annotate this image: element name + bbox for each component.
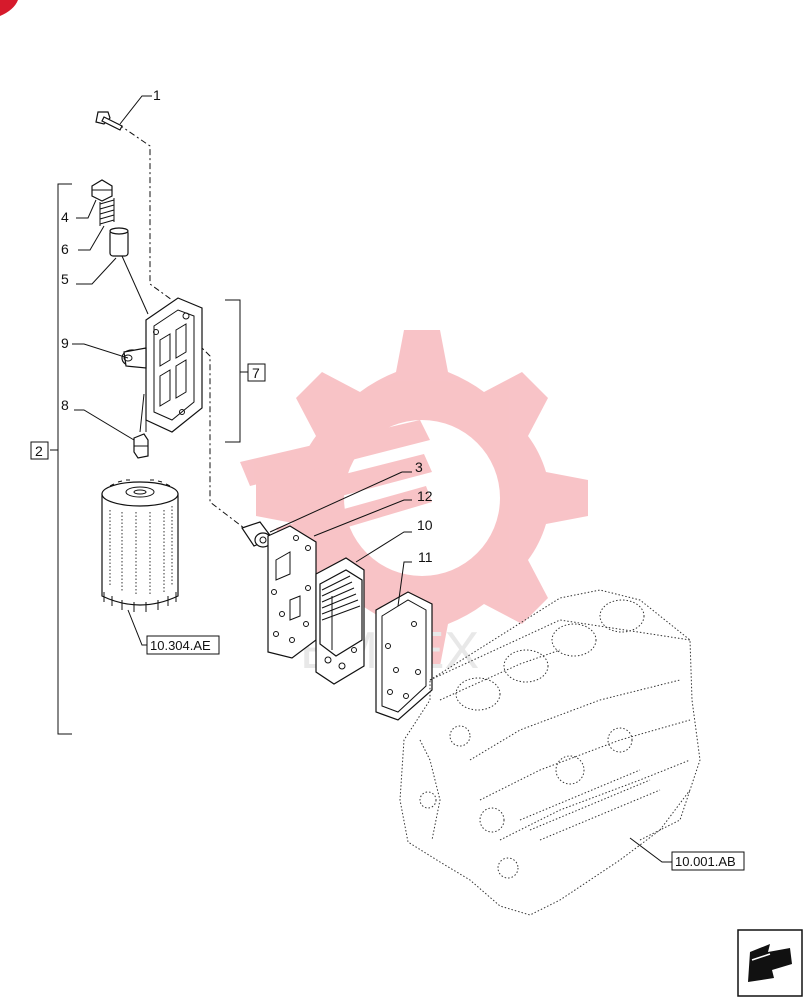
part-sensor [121,347,147,369]
callout-9[interactable]: 9 [61,335,69,351]
part-bolt [95,111,123,131]
part-fitting [133,393,149,459]
part-cooler-gasket [375,591,433,721]
group-7-bracket [225,299,266,443]
ref-engine[interactable]: 10.001.AB [675,854,736,869]
callout-6[interactable]: 6 [61,241,69,257]
callout-8[interactable]: 8 [61,397,69,413]
callout-5[interactable]: 5 [61,271,69,287]
part-oil-cooler [315,557,365,685]
corner-badge [0,0,18,16]
callout-3[interactable]: 3 [415,459,423,475]
arrow-navigation-icon[interactable] [737,929,803,997]
callout-12[interactable]: 12 [417,488,433,504]
ref-box-engine [671,851,745,871]
alignment-axis [117,123,245,529]
group-2-bracket [30,183,72,735]
part-sleeve [241,521,273,548]
callout-11[interactable]: 11 [418,549,433,565]
part-valve-piston [109,227,129,257]
callout-1[interactable]: 1 [153,87,161,103]
part-filter-head [145,297,203,433]
ref-box-filter [146,635,220,655]
callout-10[interactable]: 10 [417,517,433,533]
part-spring [99,198,115,226]
callout-4[interactable]: 4 [61,209,69,225]
callout-2[interactable]: 2 [35,443,43,459]
part-plug [91,179,113,202]
part-gasket [267,525,317,659]
callout-7[interactable]: 7 [252,365,260,381]
engine-block [399,589,701,916]
ref-filter[interactable]: 10.304.AE [150,638,211,653]
part-oil-filter [101,479,179,612]
